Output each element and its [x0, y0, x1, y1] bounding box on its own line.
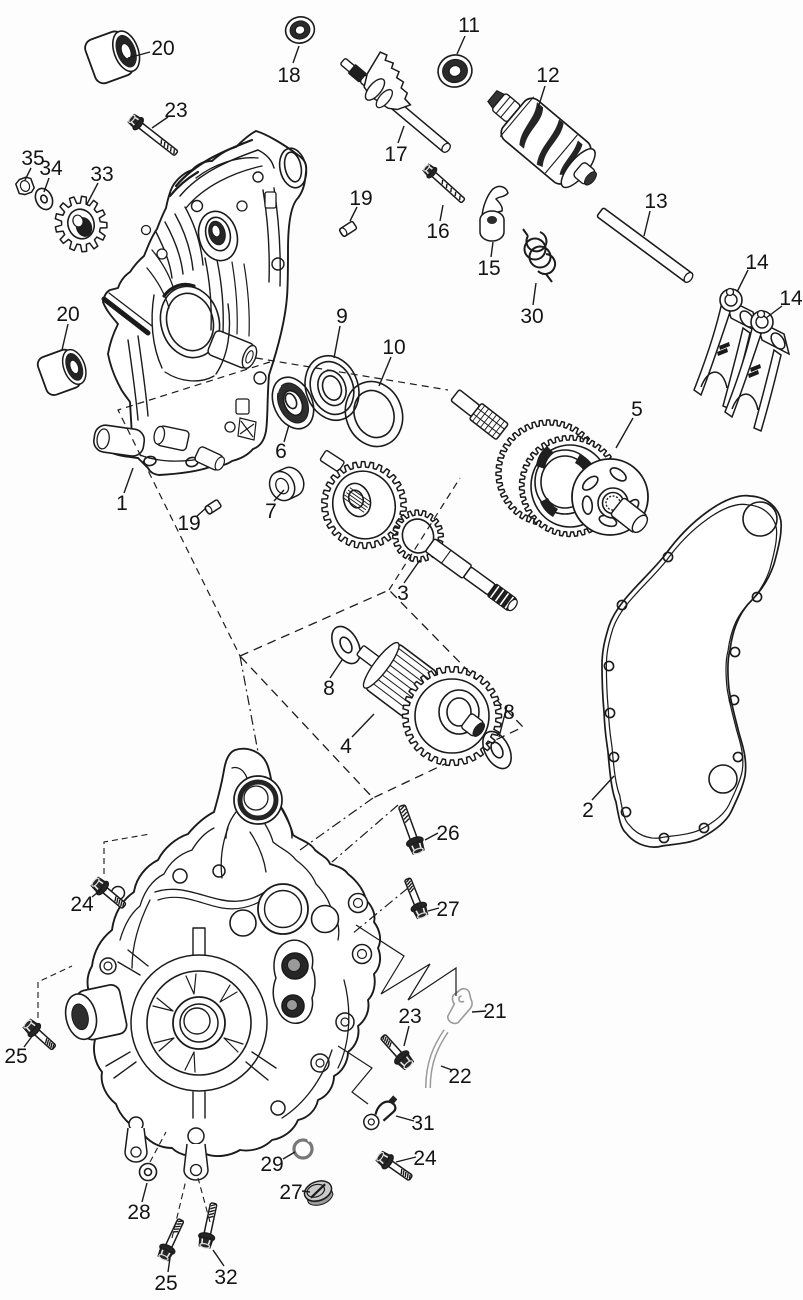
svg-text:23: 23	[164, 99, 187, 122]
svg-text:15: 15	[477, 257, 500, 280]
svg-text:16: 16	[426, 220, 449, 243]
svg-text:19: 19	[177, 512, 200, 535]
svg-text:11: 11	[458, 14, 480, 37]
svg-text:33: 33	[90, 163, 113, 186]
svg-text:25: 25	[4, 1045, 27, 1068]
svg-text:22: 22	[448, 1065, 471, 1088]
svg-text:4: 4	[340, 735, 352, 758]
svg-text:34: 34	[39, 157, 63, 180]
svg-text:31: 31	[411, 1112, 434, 1135]
svg-text:1: 1	[116, 492, 128, 515]
svg-text:21: 21	[483, 1000, 506, 1023]
svg-text:30: 30	[520, 305, 543, 328]
svg-text:26: 26	[436, 822, 459, 845]
svg-text:5: 5	[631, 398, 643, 421]
svg-text:17: 17	[384, 143, 407, 166]
svg-text:14: 14	[779, 287, 803, 310]
svg-text:35: 35	[21, 147, 44, 170]
svg-text:10: 10	[382, 336, 405, 359]
svg-text:32: 32	[214, 1266, 237, 1289]
svg-text:7: 7	[265, 500, 277, 523]
svg-text:24: 24	[70, 893, 94, 916]
svg-text:13: 13	[644, 190, 667, 213]
svg-text:20: 20	[151, 37, 174, 60]
svg-text:6: 6	[275, 440, 287, 463]
svg-text:9: 9	[336, 305, 348, 328]
svg-text:14: 14	[745, 251, 769, 274]
svg-text:27: 27	[436, 898, 459, 921]
svg-text:27: 27	[279, 1181, 302, 1204]
svg-text:8: 8	[503, 701, 515, 724]
svg-text:24: 24	[413, 1147, 437, 1170]
svg-text:28: 28	[127, 1201, 150, 1224]
svg-text:2: 2	[582, 799, 594, 822]
svg-text:8: 8	[323, 677, 335, 700]
svg-text:12: 12	[536, 64, 559, 87]
svg-text:23: 23	[398, 1005, 421, 1028]
svg-text:19: 19	[349, 187, 372, 210]
svg-text:3: 3	[397, 582, 409, 605]
svg-text:25: 25	[154, 1272, 177, 1295]
svg-text:18: 18	[277, 64, 300, 87]
svg-text:20: 20	[56, 303, 79, 326]
svg-text:29: 29	[260, 1153, 283, 1176]
